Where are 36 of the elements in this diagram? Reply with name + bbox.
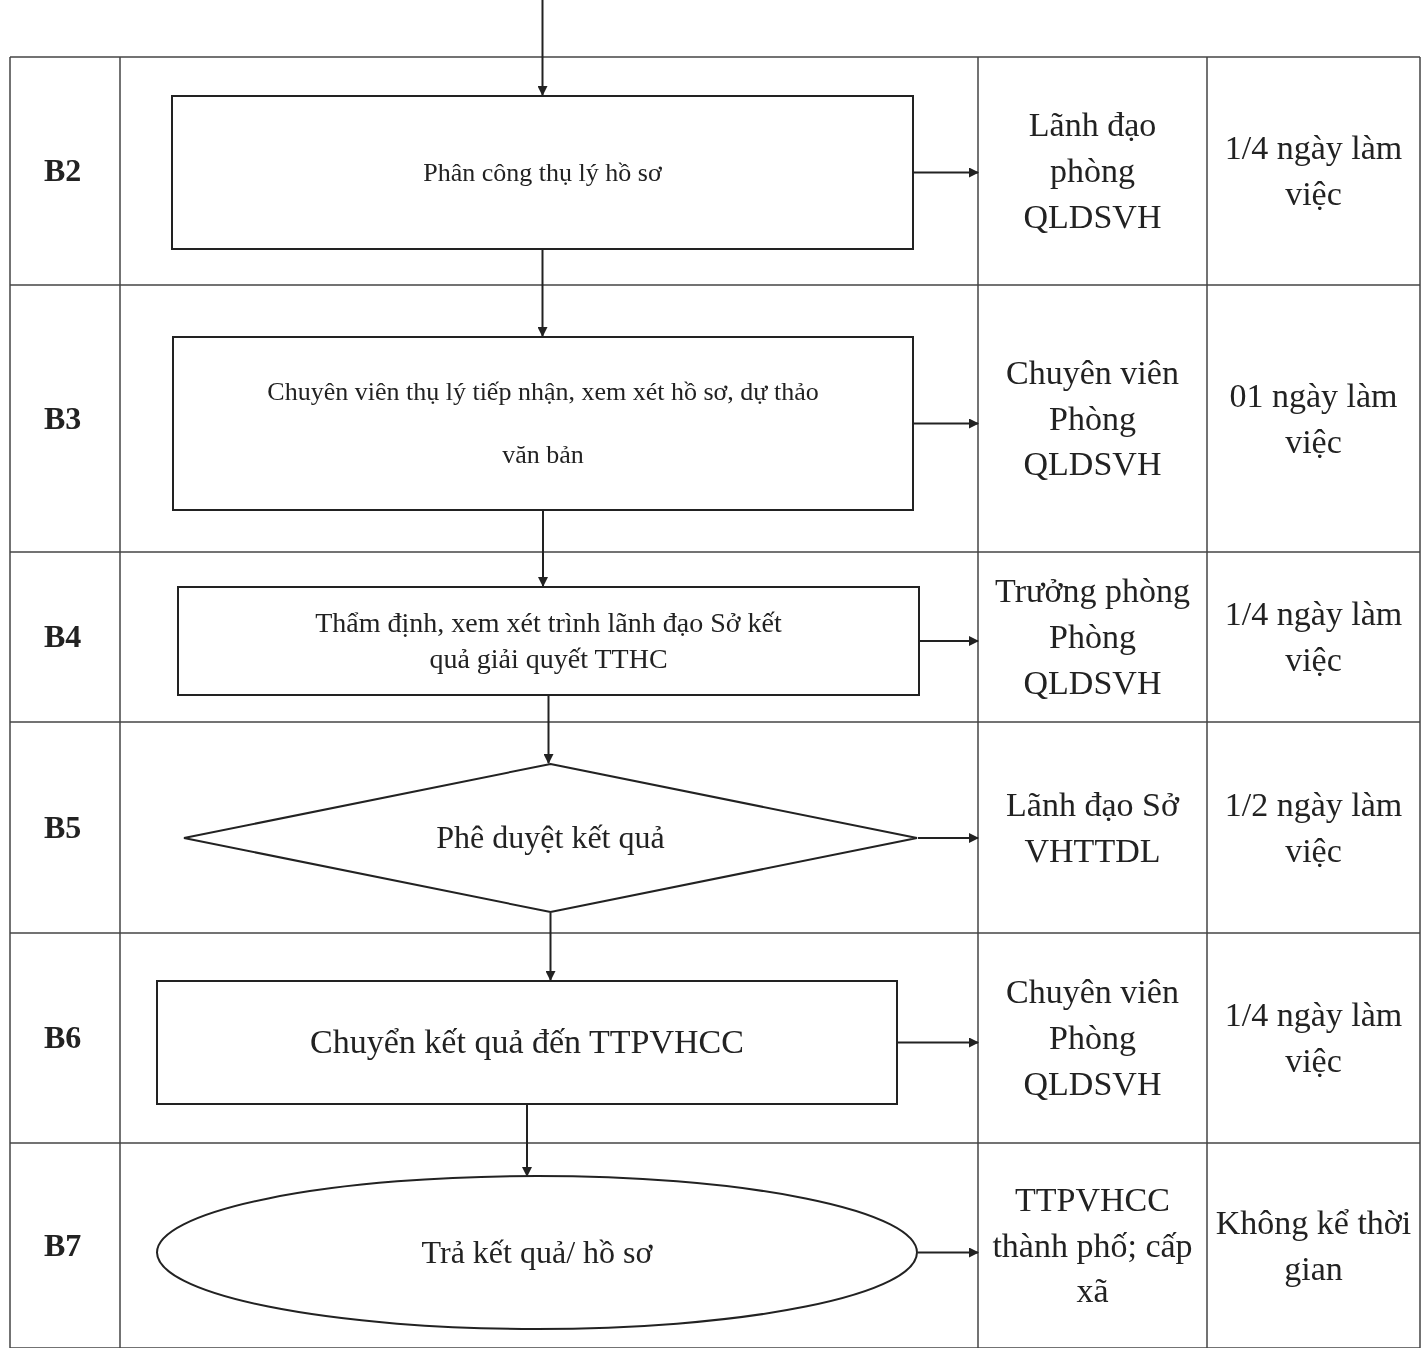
terminal-ellipse: Trả kết quả/ hồ sơ xyxy=(156,1175,918,1330)
arrow xyxy=(537,0,548,96)
process-box: Chuyển kết quả đến TTPVHCC xyxy=(156,980,898,1105)
process-box: Thẩm định, xem xét trình lãnh đạo Sở kết quả giải quyết TTHC xyxy=(177,586,920,696)
decision-diamond: Phê duyệt kết quả xyxy=(183,763,918,913)
responsible-party-text: Chuyên viên Phòng QLDSVH xyxy=(978,285,1207,552)
responsible-party-text: Lãnh đạo Sở VHTTDL xyxy=(978,722,1207,933)
arrow xyxy=(897,1037,979,1048)
arrow xyxy=(913,167,979,178)
arrow xyxy=(537,249,548,337)
arrow xyxy=(543,695,554,764)
step-code: B5 xyxy=(43,807,83,847)
duration-text: Không kể thời gian xyxy=(1214,1202,1413,1289)
arrow xyxy=(522,1104,532,1177)
step-code: B6 xyxy=(43,1018,83,1058)
duration-text: 1/4 ngày làm việc xyxy=(1223,594,1404,680)
arrow xyxy=(538,510,548,587)
process-box: Phân công thụ lý hồ sơ xyxy=(171,95,914,250)
duration-text: 1/4 ngày làm việc xyxy=(1223,995,1404,1081)
arrow xyxy=(919,636,979,646)
duration-text: 1/2 ngày làm việc xyxy=(1223,784,1404,871)
responsible-party-text: TTPVHCC thành phố; cấp xã xyxy=(978,1143,1207,1348)
arrow xyxy=(913,418,979,429)
arrow xyxy=(917,1247,979,1258)
process-box: Chuyên viên thụ lý tiếp nhận, xem xét hồ sơ, dự thảo văn bản xyxy=(172,336,914,511)
step-code: B2 xyxy=(43,151,83,191)
step-code: B4 xyxy=(43,617,83,657)
responsible-party-text: Trưởng phòng Phòng QLDSVH xyxy=(978,552,1207,722)
duration-text: 01 ngày làm việc xyxy=(1228,375,1399,462)
responsible-party-text: Lãnh đạo phòng QLDSVH xyxy=(978,57,1207,285)
arrow xyxy=(545,912,556,981)
step-code: B7 xyxy=(43,1225,83,1265)
duration-text: 1/4 ngày làm việc xyxy=(1223,128,1404,214)
step-code: B3 xyxy=(43,398,83,438)
responsible-party-text: Chuyên viên Phòng QLDSVH xyxy=(978,933,1207,1143)
arrow xyxy=(917,833,979,843)
